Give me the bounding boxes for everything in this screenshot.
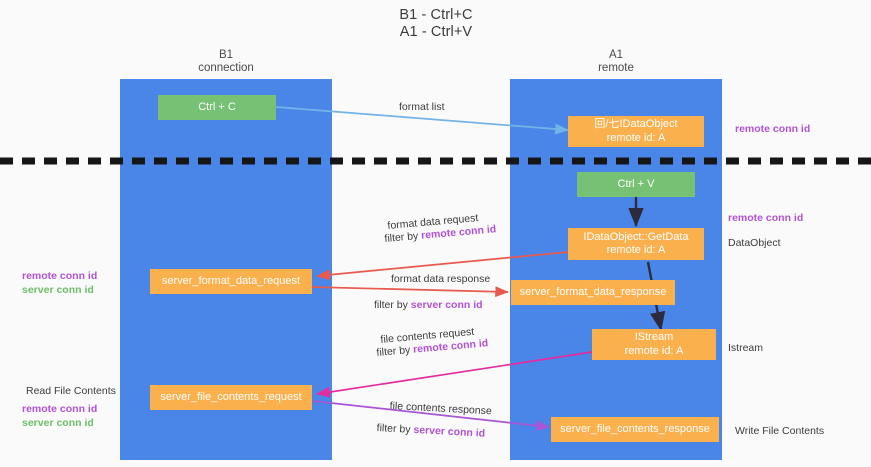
lane-header-a1: A1 remote [540, 49, 692, 75]
title-line-1: B1 - Ctrl+C [399, 7, 473, 23]
annotation-left-read-file-contents: Read File Contents [26, 384, 116, 398]
node-server-format-data-request[interactable]: server_format_data_request [150, 269, 312, 294]
filter-key-server-conn-id: server conn id [413, 423, 486, 440]
node-istream[interactable]: IStream remote id: A [592, 329, 716, 360]
edge-label-format-data-response: format data response [391, 273, 490, 286]
lane-a1-subtitle: remote [598, 62, 634, 74]
node-ctrl-c-label: Ctrl + C [198, 100, 236, 113]
lane-b1-title: B1 [218, 49, 234, 61]
lane-a1-title: A1 [608, 49, 624, 61]
filter-prefix: filter by [376, 422, 414, 436]
diagram-title: B1 - Ctrl+C A1 - Ctrl+V [336, 7, 536, 41]
node-getdata[interactable]: IDataObject::GetData remote id: A [568, 228, 704, 260]
node-ctrl-v-label: Ctrl + V [617, 177, 655, 190]
node-server-file-contents-response[interactable]: server_file_contents_response [551, 417, 719, 442]
annotation-right-istream: Istream [728, 341, 763, 355]
lane-header-b1: B1 connection [150, 49, 302, 75]
node-server-format-data-response[interactable]: server_format_data_response [511, 280, 675, 305]
node-server-format-data-request-label: server_format_data_request [161, 274, 301, 287]
annotation-dataobject-text: DataObject [728, 237, 781, 249]
node-getdata-label: IDataObject::GetData [583, 230, 689, 243]
node-idataobject-label: 回/七IDataObject [594, 118, 678, 130]
annotation-left-bot-conn-ids: remote conn id server conn id [22, 402, 97, 430]
node-getdata-sublabel: remote id: A [606, 244, 666, 256]
node-idataobject[interactable]: 回/七IDataObject remote id: A [568, 116, 704, 147]
annotation-right-write-file-contents: Write File Contents [735, 424, 824, 438]
filter-prefix: filter by [374, 299, 411, 311]
node-istream-label: IStream [634, 331, 674, 343]
node-server-file-contents-response-label: server_file_contents_response [560, 422, 710, 435]
edge-label-format-list-text: format list [399, 101, 445, 113]
annotation-istream-text: Istream [728, 342, 764, 354]
annotation-remote-conn-id-text: remote conn id [22, 403, 98, 415]
filter-key-server-conn-id: server conn id [410, 299, 483, 311]
annotation-left-mid-conn-ids: remote conn id server conn id [22, 269, 97, 297]
annotation-remote-conn-id-text: remote conn id [22, 270, 98, 282]
node-ctrl-c[interactable]: Ctrl + C [158, 95, 276, 120]
annotation-remote-conn-id-text: remote conn id [735, 123, 811, 135]
annotation-remote-conn-id-text: remote conn id [728, 212, 804, 224]
node-server-format-data-response-label: server_format_data_response [519, 285, 667, 298]
edge-label-format-data-response-filter: filter by server conn id [374, 299, 483, 312]
node-istream-sublabel: remote id: A [624, 344, 684, 357]
annotation-right-dataobject: DataObject [728, 236, 781, 250]
node-idataobject-sublabel: remote id: A [606, 131, 666, 144]
edge-label-format-list: format list [399, 101, 445, 114]
node-server-file-contents-request[interactable]: server_file_contents_request [150, 385, 312, 410]
filter-prefix: filter by [384, 229, 422, 245]
annotation-write-file-contents-text: Write File Contents [735, 425, 825, 437]
annotation-right-top-remote-conn-id: remote conn id [735, 122, 810, 136]
annotation-server-conn-id-text: server conn id [22, 417, 94, 429]
lane-b1-subtitle: connection [198, 62, 254, 74]
annotation-read-file-contents-text: Read File Contents [26, 385, 116, 397]
annotation-right-mid-remote-conn-id: remote conn id [728, 211, 803, 225]
annotation-server-conn-id-text: server conn id [22, 284, 94, 296]
node-server-file-contents-request-label: server_file_contents_request [160, 390, 302, 403]
edge-label-format-data-response-text: format data response [391, 273, 491, 285]
filter-prefix: filter by [376, 343, 414, 359]
node-ctrl-v[interactable]: Ctrl + V [577, 172, 695, 197]
title-line-2: A1 - Ctrl+V [399, 24, 473, 40]
